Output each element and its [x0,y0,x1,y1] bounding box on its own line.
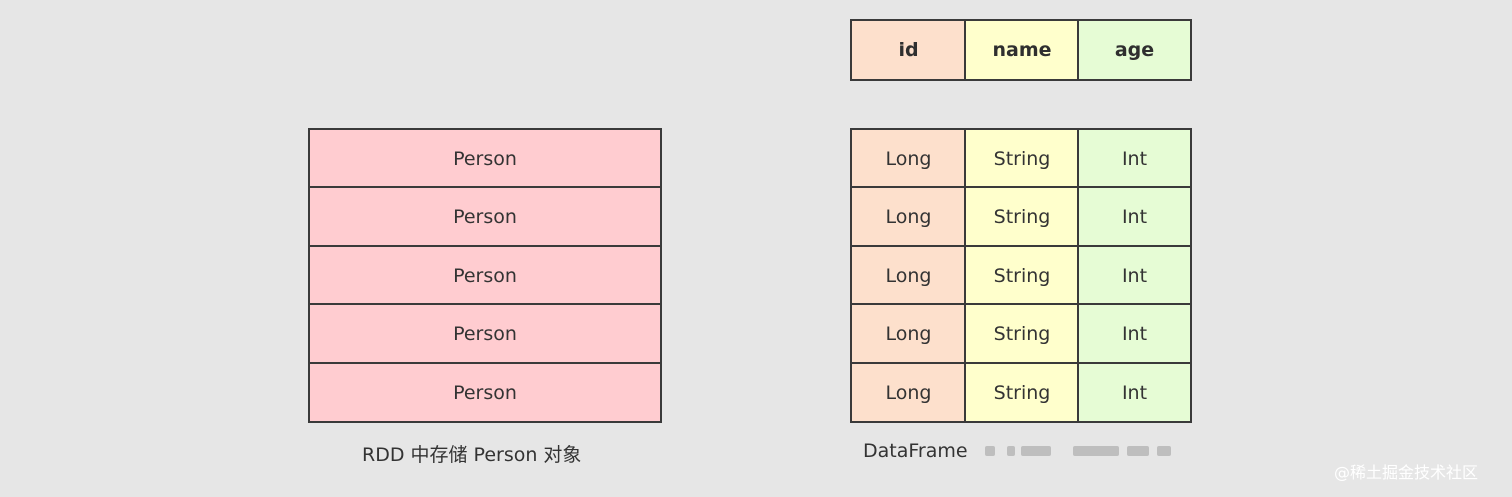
dataframe-caption: DataFrame [863,440,968,462]
type-cell-long: Long [850,128,967,189]
type-cell-string: String [964,362,1080,423]
rdd-row-person: Person [308,128,662,189]
rdd-row-person: Person [308,303,662,364]
type-cell-string: String [964,303,1080,364]
rdd-row-person: Person [308,362,662,423]
type-cell-int: Int [1077,362,1192,423]
type-cell-string: String [964,186,1080,247]
type-cell-long: Long [850,362,967,423]
header-id: id [850,19,967,81]
type-cell-int: Int [1077,245,1192,306]
redacted-caption-text [985,438,1185,466]
rdd-row-person: Person [308,245,662,306]
header-name: name [964,19,1080,81]
type-cell-long: Long [850,303,967,364]
type-cell-long: Long [850,245,967,306]
type-cell-int: Int [1077,186,1192,247]
rdd-caption: RDD 中存储 Person 对象 [362,444,582,466]
type-cell-string: String [964,128,1080,189]
type-cell-long: Long [850,186,967,247]
rdd-row-person: Person [308,186,662,247]
type-cell-int: Int [1077,128,1192,189]
watermark: @稀土掘金技术社区 [1334,463,1479,482]
type-cell-string: String [964,245,1080,306]
header-age: age [1077,19,1192,81]
type-cell-int: Int [1077,303,1192,364]
